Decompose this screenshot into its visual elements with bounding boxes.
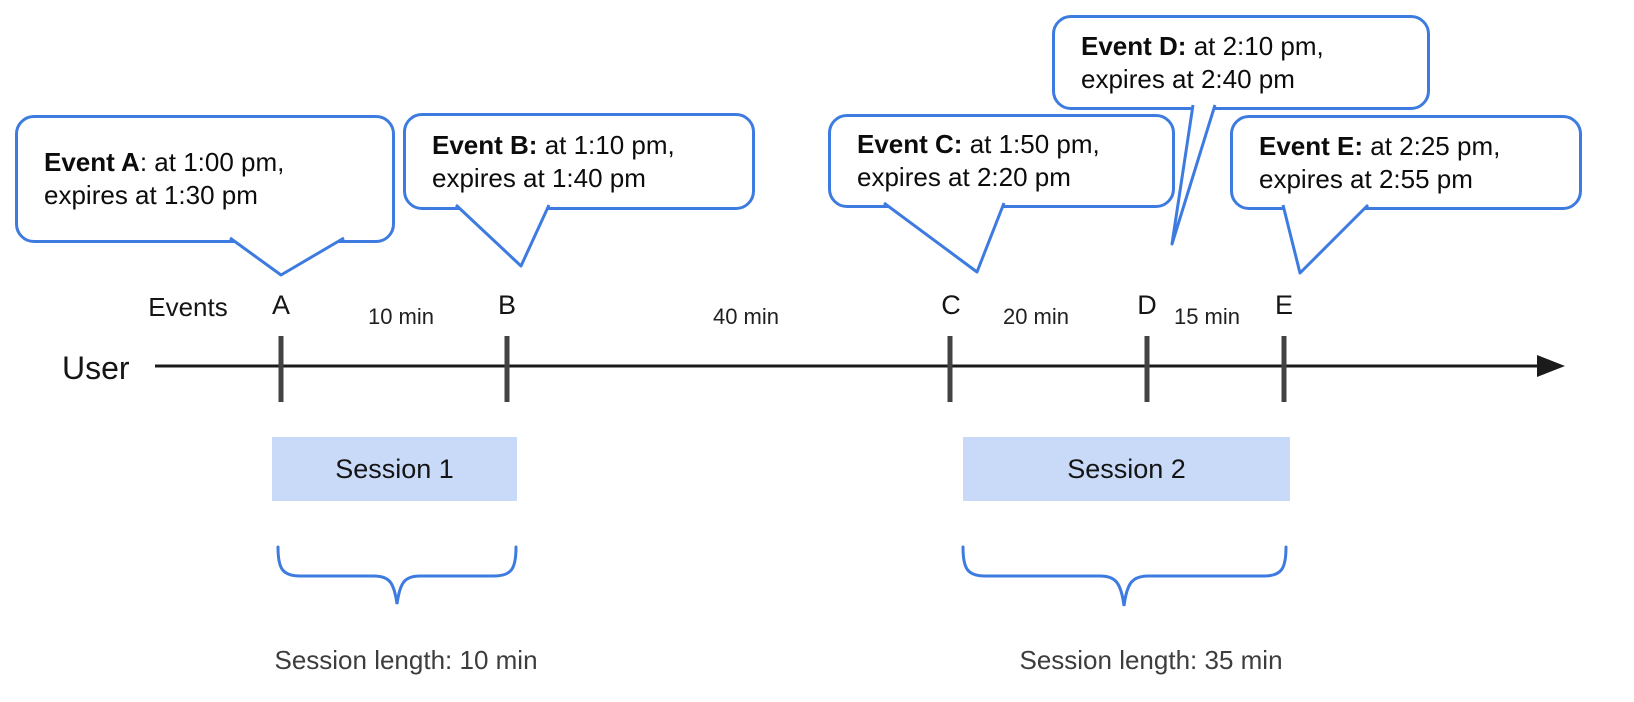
event-a-time: : at 1:00 pm, [139, 147, 285, 177]
session2-label: Session 2 [1067, 453, 1186, 484]
event-e-bubble: Event E: at 2:25 pm, expires at 2:55 pm [1230, 115, 1582, 210]
session1-label: Session 1 [335, 453, 454, 484]
event-a-bubble: Event A: at 1:00 pm, expires at 1:30 pm [15, 115, 395, 243]
event-b-line1: Event B: at 1:10 pm, [432, 129, 744, 162]
event-a-line2: expires at 1:30 pm [44, 180, 258, 210]
session1-brace [276, 545, 518, 605]
event-b-bubble-tail [454, 203, 551, 268]
event-c-bubble-tail [883, 201, 1006, 274]
event-b-bubble: Event B: at 1:10 pm, expires at 1:40 pm [403, 113, 755, 210]
interval-d-e: 15 min [1173, 304, 1241, 329]
session2-box: Session 2 [963, 437, 1290, 501]
event-a-line1: Event A: at 1:00 pm, [44, 146, 384, 179]
event-d-title: Event D: [1081, 30, 1187, 61]
interval-a-b: 10 min [367, 304, 435, 329]
event-c-time: at 1:50 pm, [962, 129, 1100, 159]
event-b-line2: expires at 1:40 pm [432, 162, 646, 193]
event-a-title: Event A [44, 147, 140, 177]
event-d-line2: expires at 2:40 pm [1081, 63, 1295, 94]
event-d-bubble: Event D: at 2:10 pm, expires at 2:40 pm [1052, 15, 1430, 110]
event-letter-a: A [271, 290, 291, 320]
event-b-time: at 1:10 pm, [537, 129, 675, 160]
event-letter-b: B [497, 290, 517, 320]
session2-brace [961, 545, 1288, 607]
event-a-bubble-tail [229, 236, 345, 277]
event-e-line1: Event E: at 2:25 pm, [1259, 130, 1571, 163]
event-c-title: Event C: [857, 129, 963, 159]
event-d-line1: Event D: at 2:10 pm, [1081, 30, 1419, 63]
event-c-line2: expires at 2:20 pm [857, 162, 1071, 192]
event-letter-e: E [1274, 290, 1294, 320]
event-letter-c: C [941, 290, 961, 320]
event-e-bubble-tail [1281, 203, 1370, 275]
event-c-line1: Event C: at 1:50 pm, [857, 128, 1164, 161]
session2-length-label: Session length: 35 min [1019, 645, 1283, 675]
event-e-line2: expires at 2:55 pm [1259, 163, 1473, 194]
event-e-time: at 2:25 pm, [1363, 130, 1501, 161]
user-label: User [62, 350, 130, 386]
event-d-bubble-tail [1170, 104, 1217, 246]
events-label: Events [148, 292, 228, 322]
interval-b-c: 40 min [712, 304, 780, 329]
event-c-bubble: Event C: at 1:50 pm, expires at 2:20 pm [828, 114, 1175, 208]
event-e-title: Event E: [1259, 130, 1364, 161]
event-b-title: Event B: [432, 129, 538, 160]
session1-length-label: Session length: 10 min [274, 645, 538, 675]
event-letter-d: D [1137, 290, 1157, 320]
session1-box: Session 1 [272, 437, 517, 501]
timeline-arrowhead-icon [1537, 355, 1565, 377]
interval-c-d: 20 min [1002, 304, 1070, 329]
event-d-time: at 2:10 pm, [1186, 30, 1324, 61]
